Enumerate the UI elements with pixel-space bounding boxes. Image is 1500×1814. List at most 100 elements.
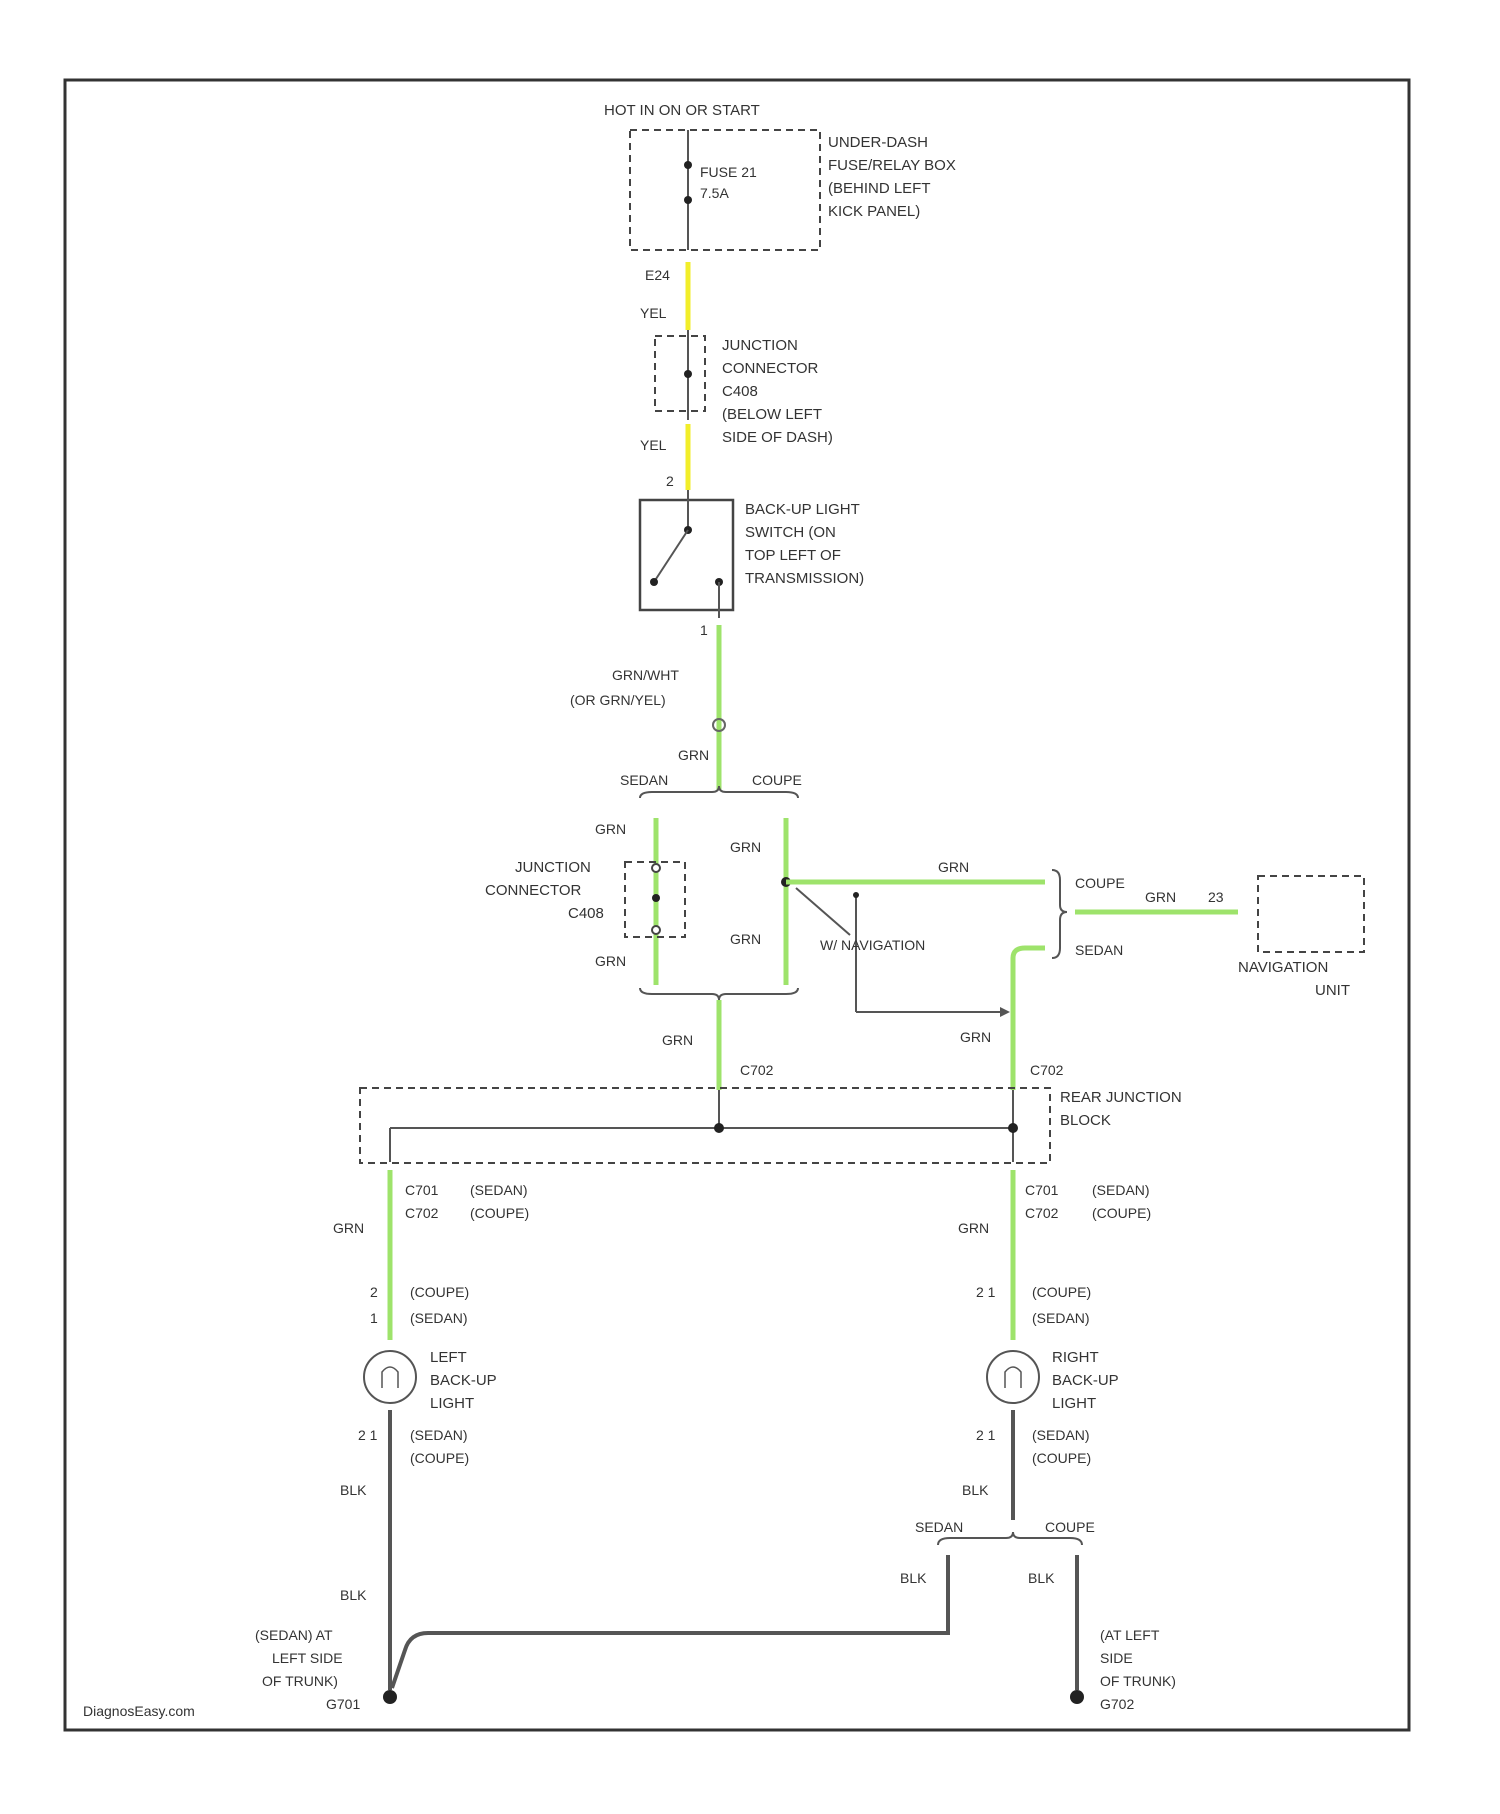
left-conn-variant-2: (COUPE): [470, 1205, 529, 1221]
black-wire-sedan-ground: [392, 1555, 948, 1688]
ground-left-line-4: G701: [326, 1696, 360, 1712]
right-light-line-1: RIGHT: [1052, 1349, 1099, 1366]
sedan-label-top: SEDAN: [620, 772, 668, 788]
right-light-line-2: BACK-UP: [1052, 1372, 1119, 1389]
grn-main-label: GRN: [678, 747, 709, 763]
yel-label-2: YEL: [640, 437, 667, 453]
left-light-pin-top-1: 2: [370, 1284, 378, 1300]
junction-mid-dot-3: [652, 926, 660, 934]
diagram-frame: [65, 80, 1409, 1730]
backup-switch-line-3: TOP LEFT OF: [745, 547, 841, 564]
ground-right-dot: [1070, 1690, 1084, 1704]
ground-left-line-2: LEFT SIDE: [272, 1650, 343, 1666]
junction-mid-line-3: C408: [568, 905, 604, 922]
nav-switch-blade: [796, 888, 850, 935]
blk-right-label: BLK: [962, 1482, 989, 1498]
junction-top-outline: [655, 336, 705, 411]
backup-switch-line-1: BACK-UP LIGHT: [745, 501, 860, 518]
left-backup-bulb: [364, 1351, 416, 1403]
left-light-pins-bottom: 2 1: [358, 1427, 378, 1443]
junction-mid-line-1: JUNCTION: [515, 859, 591, 876]
grn-wht-label-1: GRN/WHT: [612, 667, 679, 683]
grn-left-light-label: GRN: [333, 1220, 364, 1236]
grn-label-d: GRN: [730, 931, 761, 947]
rear-block-line-2: BLOCK: [1060, 1112, 1111, 1129]
ground-left-line-3: OF TRUNK): [262, 1673, 338, 1689]
left-conn-code-2: C702: [405, 1205, 439, 1221]
c702-right-label: C702: [1030, 1062, 1064, 1078]
left-light-line-2: BACK-UP: [430, 1372, 497, 1389]
ground-right-line-1: (AT LEFT: [1100, 1627, 1160, 1643]
right-light-variant-bottom-1: (SEDAN): [1032, 1427, 1090, 1443]
fuse-box-line-2: FUSE/RELAY BOX: [828, 157, 956, 174]
ground-right-line-3: OF TRUNK): [1100, 1673, 1176, 1689]
junction-top-line-5: SIDE OF DASH): [722, 429, 833, 446]
junction-top-dot: [684, 370, 692, 378]
nav-arrow: [1000, 1007, 1010, 1017]
rear-junction-block: [360, 1088, 1050, 1163]
green-wire-nav-sedan: [1013, 948, 1045, 1075]
grn-label-c: GRN: [730, 839, 761, 855]
backup-switch-line-4: TRANSMISSION): [745, 570, 864, 587]
right-conn-variant-1: (SEDAN): [1092, 1182, 1150, 1198]
backup-switch-line-2: SWITCH (ON: [745, 524, 836, 541]
left-light-line-1: LEFT: [430, 1349, 467, 1366]
fuse-box-line-4: KICK PANEL): [828, 203, 920, 220]
grn-right-light-label: GRN: [958, 1220, 989, 1236]
variant-brace-bottom: [640, 988, 798, 1000]
nav-brace: [1052, 870, 1067, 958]
fuse-rating: 7.5A: [700, 185, 729, 201]
ground-right-line-2: SIDE: [1100, 1650, 1133, 1666]
grn-label-down-right-top: GRN: [960, 1029, 991, 1045]
grn-label-down-left: GRN: [662, 1032, 693, 1048]
blk-left-label-2: BLK: [340, 1587, 367, 1603]
left-conn-variant-1: (SEDAN): [470, 1182, 528, 1198]
right-conn-code-1: C701: [1025, 1182, 1059, 1198]
left-conn-code-1: C701: [405, 1182, 439, 1198]
watermark: DiagnosEasy.com: [83, 1703, 195, 1719]
nav-pin-label: 23: [1208, 889, 1224, 905]
left-light-variant-top-2: (SEDAN): [410, 1310, 468, 1326]
grn-label-b: GRN: [595, 953, 626, 969]
junction-top-line-1: JUNCTION: [722, 337, 798, 354]
nav-switch-contact: [853, 892, 859, 898]
right-backup-bulb: [987, 1351, 1039, 1403]
junction-mid-dot-2: [652, 894, 660, 902]
right-light-variant-bottom-2: (COUPE): [1032, 1450, 1091, 1466]
fuse-out-pin: E24: [645, 267, 670, 283]
fuse-terminal-bottom: [684, 196, 692, 204]
left-light-variant-bottom-1: (SEDAN): [410, 1427, 468, 1443]
fuse-box-line-3: (BEHIND LEFT: [828, 180, 931, 197]
left-light-variant-bottom-2: (COUPE): [410, 1450, 469, 1466]
ground-left-line-1: (SEDAN) AT: [255, 1627, 333, 1643]
right-light-pins-bottom: 2 1: [976, 1427, 996, 1443]
blk-left-label: BLK: [340, 1482, 367, 1498]
navigation-unit-line-2: UNIT: [1315, 982, 1350, 999]
coupe-label-top: COUPE: [752, 772, 802, 788]
sedan-right-label: SEDAN: [915, 1519, 963, 1535]
junction-top-line-2: CONNECTOR: [722, 360, 819, 377]
c702-left-label: C702: [740, 1062, 774, 1078]
right-light-pins-top: 2 1: [976, 1284, 996, 1300]
switch-blade: [654, 530, 688, 582]
blk-right-sedan-label: BLK: [900, 1570, 927, 1586]
junction-top-line-4: (BELOW LEFT: [722, 406, 822, 423]
left-light-variant-top-1: (COUPE): [410, 1284, 469, 1300]
grn-wht-label-2: (OR GRN/YEL): [570, 692, 666, 708]
right-light-variant-top-2: (SEDAN): [1032, 1310, 1090, 1326]
junction-mid-dot-1: [652, 864, 660, 872]
grn-nav-label: GRN: [1145, 889, 1176, 905]
nav-sedan-label: SEDAN: [1075, 942, 1123, 958]
right-conn-variant-2: (COUPE): [1092, 1205, 1151, 1221]
right-conn-code-2: C702: [1025, 1205, 1059, 1221]
blk-right-coupe-label: BLK: [1028, 1570, 1055, 1586]
fuse-name: FUSE 21: [700, 164, 757, 180]
grn-nav-top-label: GRN: [938, 859, 969, 875]
ground-left-dot: [383, 1690, 397, 1704]
rjb-right-dot: [1008, 1123, 1018, 1133]
right-light-variant-top-1: (COUPE): [1032, 1284, 1091, 1300]
power-label: HOT IN ON OR START: [604, 102, 760, 119]
switch-pin-bottom: 1: [700, 622, 708, 638]
nav-coupe-label: COUPE: [1075, 875, 1125, 891]
